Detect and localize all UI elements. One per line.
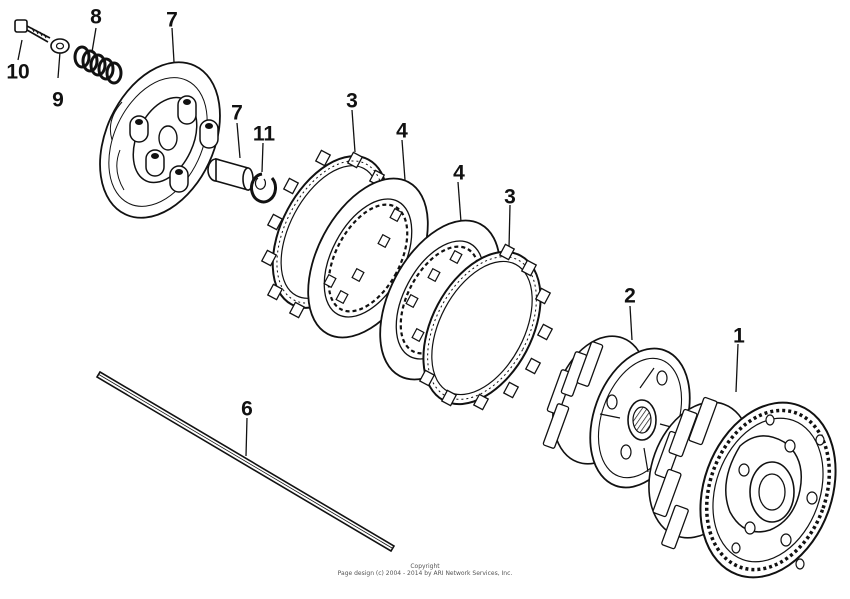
callout-6: 8 <box>90 5 102 29</box>
pressure-plate-part <box>99 61 221 219</box>
callout-8: 6 <box>241 397 253 421</box>
callout-9: 9 <box>52 88 64 112</box>
callout-3-lower: 3 <box>504 185 516 209</box>
clutch-outer-housing-part <box>648 396 837 579</box>
circlip-part <box>250 172 277 204</box>
washer-part <box>50 38 70 54</box>
lifter-piece-part <box>207 157 254 192</box>
copyright-line-1: Copyright <box>410 563 440 570</box>
callout-5: 7 <box>166 8 178 32</box>
spring-part <box>73 45 123 85</box>
callout-10: 10 <box>6 60 30 84</box>
copyright-line-2: Page design (c) 2004 - 2014 by ARI Netwo… <box>337 569 513 577</box>
friction-disc-lower-part <box>418 243 554 411</box>
lifter-rod-part <box>95 370 396 553</box>
leader-lines <box>17 27 739 457</box>
callout-3-upper: 3 <box>346 89 358 113</box>
copyright-footer: Copyright Page design (c) 2004 - 2014 by… <box>0 563 850 578</box>
bolt-part <box>14 19 51 43</box>
callout-7: 7 <box>231 101 243 125</box>
callout-4-upper: 4 <box>396 119 408 143</box>
callout-1: 1 <box>733 324 745 348</box>
callout-11: 11 <box>252 122 276 146</box>
callout-2: 2 <box>624 284 636 308</box>
callout-4-lower: 4 <box>453 161 465 185</box>
